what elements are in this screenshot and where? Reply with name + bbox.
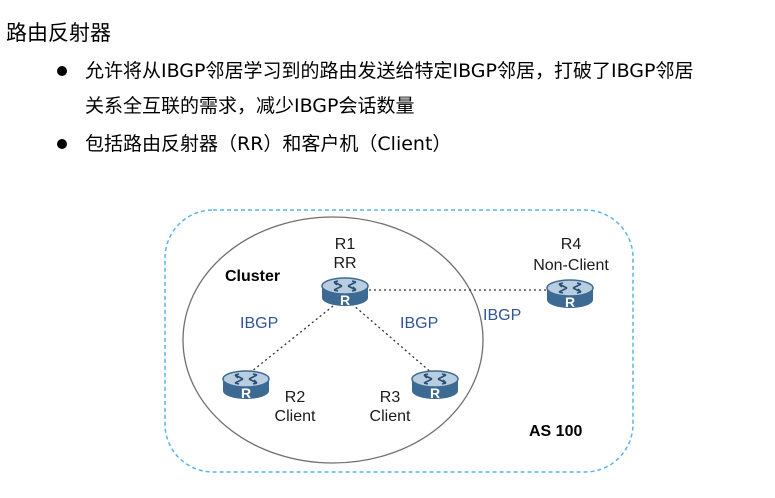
r4-role: Non-Client [533,257,609,274]
bullet-dot-1 [57,66,67,76]
r4-name: R4 [561,236,582,253]
router-r4: R [546,279,594,310]
r1-name: R1 [335,236,356,253]
r1-role: RR [333,255,356,272]
r3-role: Client [370,408,411,425]
link-label-r1-r3: IBGP [400,315,438,332]
r2-name: R2 [285,389,306,406]
router-glyph: R [430,385,440,401]
as-label: AS 100 [529,423,582,440]
bullet-dot-2 [57,139,67,149]
router-r2: R [222,370,270,401]
page-title: 路由反射器 [6,21,111,45]
link-r1-r2 [245,305,334,377]
router-glyph: R [340,292,350,308]
cluster-label: Cluster [225,268,280,285]
cluster-boundary [182,216,484,464]
as-boundary [164,209,634,473]
r3-name: R3 [380,389,401,406]
router-glyph: R [241,385,251,401]
router-r3: R [411,370,459,401]
router-r1: R [321,277,369,308]
link-label-r1-r4: IBGP [483,307,521,324]
bullet-2-line-1: 包括路由反射器（RR）和客户机（Client） [85,133,452,155]
link-label-r1-r2: IBGP [240,315,278,332]
router-glyph: R [565,294,575,310]
bullet-1-line-1: 允许将从IBGP邻居学习到的路由发送给特定IBGP邻居，打破了IBGP邻居 [85,60,694,82]
r2-role: Client [275,408,316,425]
bullet-1-line-2: 关系全互联的需求，减少IBGP会话数量 [85,95,415,117]
